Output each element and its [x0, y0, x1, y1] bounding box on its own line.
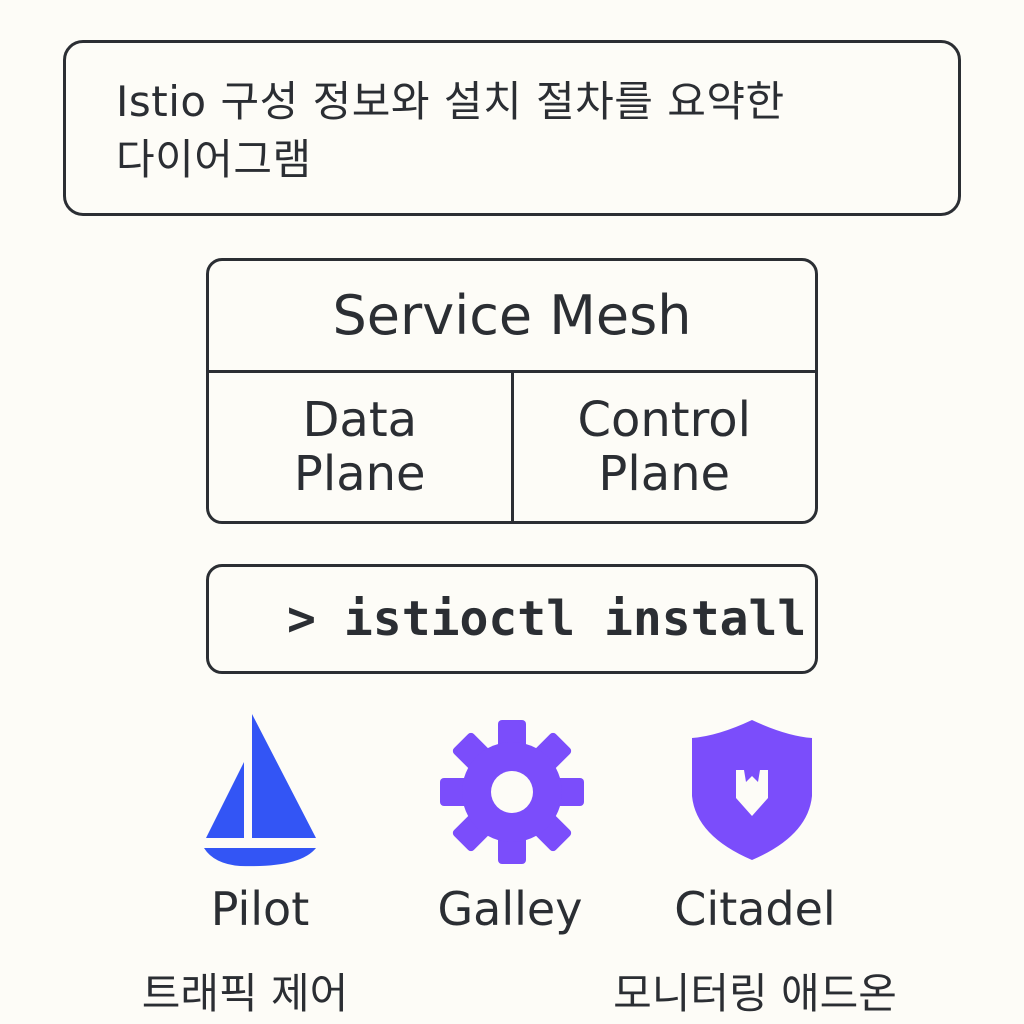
service-mesh-box: Service Mesh Data Plane Control Plane [206, 258, 818, 524]
sailboat-icon [200, 712, 320, 868]
service-mesh-planes: Data Plane Control Plane [209, 373, 815, 521]
control-plane-label-line2: Plane [598, 446, 731, 502]
install-command-text: istioctl install [343, 591, 807, 647]
diagram-title-box: Istio 구성 정보와 설치 절차를 요약한 다이어그램 [63, 40, 961, 216]
shield-icon [690, 718, 814, 862]
service-mesh-header: Service Mesh [209, 261, 815, 373]
gear-icon [440, 720, 584, 864]
control-plane-cell: Control Plane [514, 373, 816, 521]
data-plane-label-line2: Plane [293, 446, 426, 502]
pilot-label: Pilot [210, 882, 310, 936]
pilot-caption: 트래픽 제어 [141, 969, 349, 1018]
galley-label: Galley [437, 882, 583, 936]
data-plane-label-line1: Data [302, 392, 418, 448]
data-plane-cell: Data Plane [209, 373, 514, 521]
command-prompt: > [287, 591, 316, 647]
control-plane-label-line1: Control [577, 392, 751, 448]
diagram-title-line1: Istio 구성 정보와 설치 절차를 요약한 [116, 77, 785, 126]
install-command-box: > istioctl install [206, 564, 818, 674]
diagram-title-line2: 다이어그램 [116, 135, 312, 184]
citadel-caption: 모니터링 애드온 [613, 969, 897, 1018]
citadel-label: Citadel [674, 882, 836, 936]
